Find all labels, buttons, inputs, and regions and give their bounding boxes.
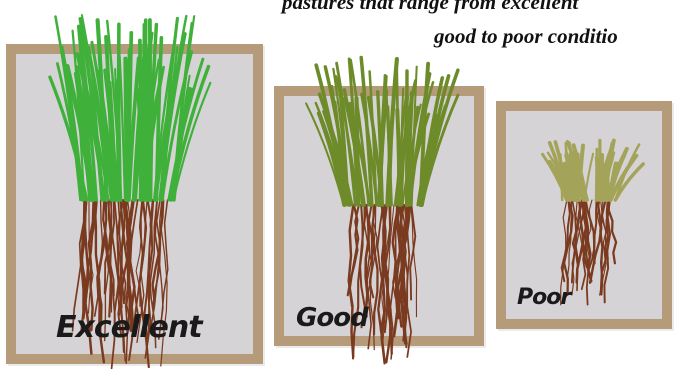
- caption-line-2: good to poor conditio: [434, 24, 618, 49]
- label-excellent: Excellent: [56, 310, 202, 345]
- caption-line-1: pastures that range from excellent: [282, 0, 578, 15]
- label-poor: Poor: [517, 285, 570, 310]
- label-good: Good: [296, 303, 368, 333]
